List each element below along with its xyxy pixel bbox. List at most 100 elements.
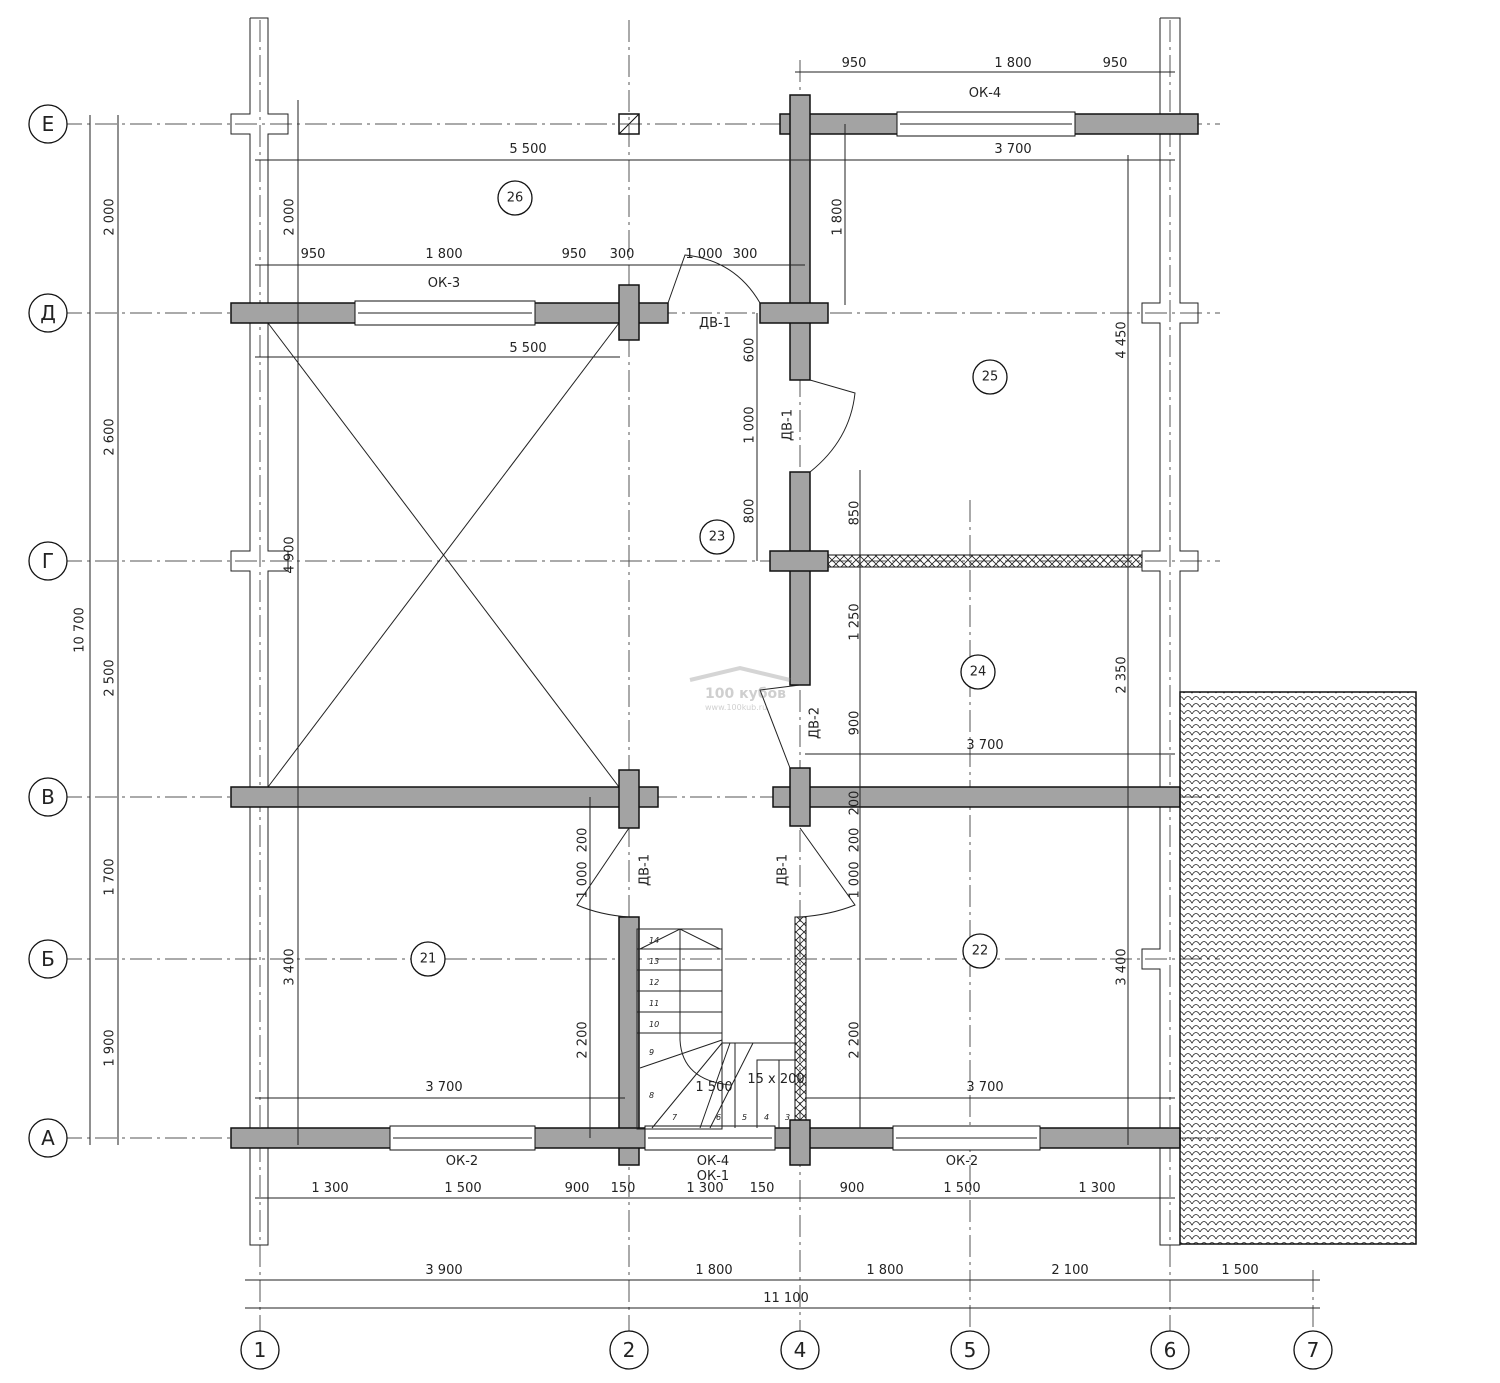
stair-step-number: 4 [764, 1113, 769, 1122]
dimension-label: 1 000 [576, 861, 591, 898]
dimension-label: 3 700 [966, 738, 1003, 753]
dimension-label: ДВ-1 [776, 854, 791, 886]
staircase [636, 928, 797, 1130]
dimension-label: ДВ-1 [699, 316, 731, 331]
column-axis-circle [240, 1330, 280, 1370]
room-number: 23 [709, 530, 726, 545]
row-axis-label: Г [42, 549, 54, 573]
dimension-label: 1 000 [685, 247, 722, 262]
column-axis-circle [780, 1330, 820, 1370]
dimension-label: 1 500 [943, 1181, 980, 1196]
dimension-label: 3 700 [425, 1080, 462, 1095]
row-axis-circle [28, 293, 68, 333]
column-axis-circle [609, 1330, 649, 1370]
dimension-label: 4 900 [283, 536, 298, 573]
dimension-label: 4 450 [1115, 321, 1130, 358]
room-number: 21 [420, 952, 437, 967]
room-marker: 22 [962, 933, 998, 969]
dimension-label: 950 [301, 247, 326, 262]
dimension-label: ДВ-2 [808, 707, 823, 739]
dimension-label: ОК-2 [446, 1154, 478, 1169]
dimension-label: 3 400 [283, 948, 298, 985]
room-marker: 25 [972, 359, 1008, 395]
room-number: 24 [970, 665, 987, 680]
room-circle [699, 519, 735, 555]
column-axis-circle [1150, 1330, 1190, 1370]
dimension-label: 3 900 [425, 1263, 462, 1278]
dimension-label: ОК-2 [946, 1154, 978, 1169]
dimension-label: 950 [1103, 56, 1128, 71]
dimension-label: 2 200 [848, 1021, 863, 1058]
dimension-label: 2 100 [1051, 1263, 1088, 1278]
dimension-label: 1 500 [1221, 1263, 1258, 1278]
dimension-label: 1 800 [866, 1263, 903, 1278]
row-axis-circle [28, 939, 68, 979]
dimension-label: 1 900 [103, 1029, 118, 1066]
stair-step-number: 9 [649, 1048, 654, 1057]
watermark-brand: 100 кубов [705, 686, 786, 702]
dimension-label: 150 [611, 1181, 636, 1196]
windows [354, 111, 1076, 1151]
column-axis-label: 7 [1307, 1338, 1320, 1362]
column-axis-label: 2 [623, 1338, 636, 1362]
dimension-label: 850 [848, 501, 863, 526]
dimension-label: 2 000 [103, 198, 118, 235]
stair-step-number: 10 [649, 1020, 659, 1029]
dimension-label: 5 500 [509, 341, 546, 356]
dimension-label: ДВ-1 [781, 409, 796, 441]
dimension-label: 200 [848, 791, 863, 816]
dimension-label: 1 250 [848, 603, 863, 640]
dimension-label: 950 [842, 56, 867, 71]
column-axis-circle [1293, 1330, 1333, 1370]
dimension-label: 900 [848, 711, 863, 736]
dimension-label: 5 500 [509, 142, 546, 157]
watermark-url: www.100kub.ru [705, 703, 767, 712]
dimension-label: 10 700 [73, 607, 88, 653]
room-marker: 26 [497, 180, 533, 216]
row-axis-label: В [41, 785, 55, 809]
dimension-label: 15 x 200 [747, 1072, 804, 1087]
room-number: 25 [982, 370, 999, 385]
dimension-label: ОК-1 [697, 1169, 729, 1184]
row-axis-circle [28, 1118, 68, 1158]
stair-step-number: 14 [649, 936, 659, 945]
row-axis-label: Д [40, 301, 56, 325]
stair-step-number: 8 [649, 1091, 654, 1100]
dimension-label: 2 200 [576, 1021, 591, 1058]
row-axis-circle [28, 104, 68, 144]
column-axis-label: 1 [254, 1338, 267, 1362]
stair-step-number: 7 [672, 1113, 678, 1122]
row-axis-circle [28, 777, 68, 817]
dimension-label: 3 700 [994, 142, 1031, 157]
stair-step-number: 3 [785, 1113, 790, 1122]
dimension-label: 200 [848, 828, 863, 853]
row-axis-label: Б [41, 947, 55, 971]
dimension-label: ОК-4 [697, 1154, 729, 1169]
dimension-label: 800 [743, 499, 758, 524]
column-axis-circle [950, 1330, 990, 1370]
dimension-label: 950 [562, 247, 587, 262]
stair-step-number: 6 [716, 1113, 721, 1122]
dimension-label: 1 800 [831, 198, 846, 235]
dimension-label: 11 100 [763, 1291, 809, 1306]
dimension-label: 300 [610, 247, 635, 262]
row-axis-circle [28, 541, 68, 581]
column-axis-label: 6 [1164, 1338, 1177, 1362]
stair-step-number: 13 [649, 957, 659, 966]
dimension-label: 1 800 [695, 1263, 732, 1278]
roof-tiles [1179, 691, 1417, 1245]
dimension-label: ОК-4 [969, 86, 1001, 101]
column-axis-label: 4 [794, 1338, 807, 1362]
row-axis-label: А [41, 1126, 55, 1150]
room-circle [962, 933, 998, 969]
dimension-label: 1 800 [994, 56, 1031, 71]
building-outline [230, 17, 1199, 1246]
dimension-label: 2 350 [1115, 656, 1130, 693]
dimension-label: 1 000 [848, 861, 863, 898]
dimension-label: 1 300 [1078, 1181, 1115, 1196]
stair-step-number: 11 [649, 999, 659, 1008]
